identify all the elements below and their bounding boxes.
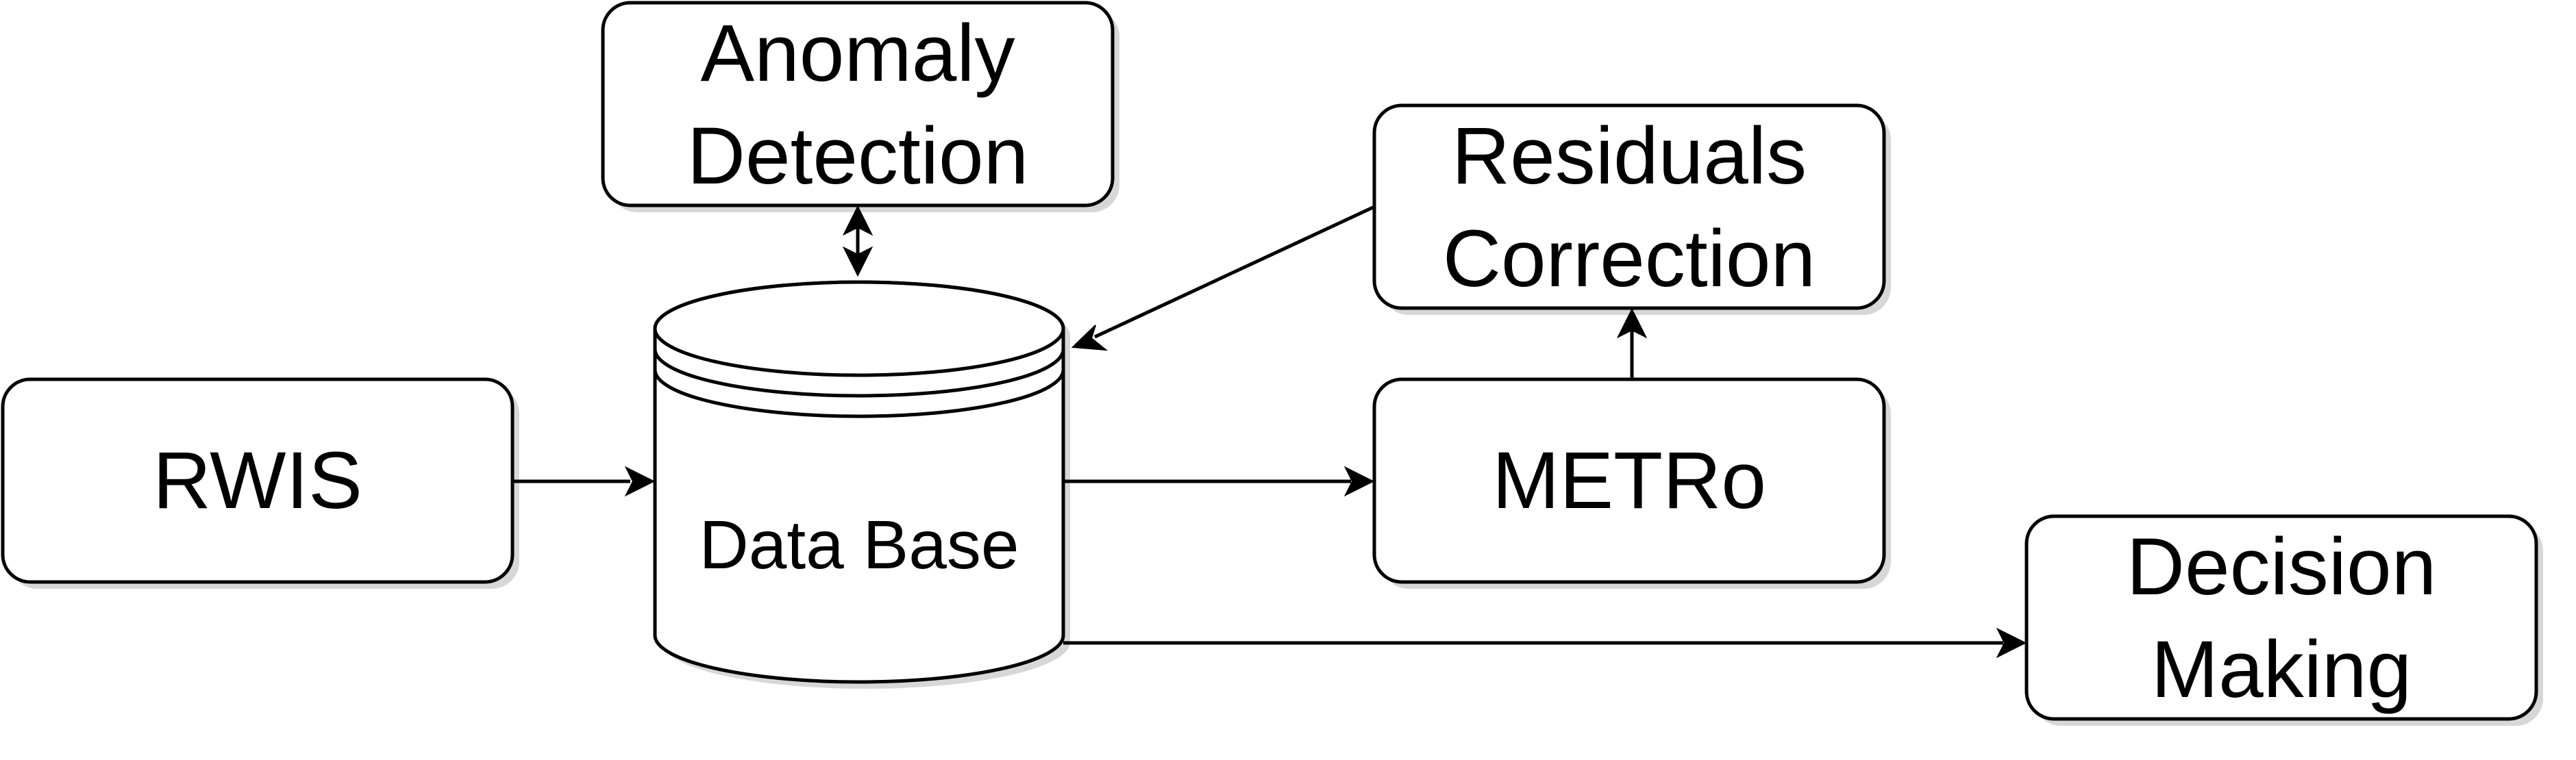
decision-making-line2: Making <box>2151 624 2412 715</box>
svg-text:RWIS: RWIS <box>153 435 362 526</box>
arrowhead <box>1071 325 1109 351</box>
svg-text:Data Base: Data Base <box>699 507 1019 583</box>
database-node: Data Base <box>653 280 1070 689</box>
arrowhead-up <box>842 205 874 236</box>
edge-residuals-database <box>1071 205 1376 351</box>
arrowhead <box>1996 627 2027 659</box>
anomaly-detection-node: Anomaly Detection <box>601 1 1115 207</box>
anomaly-detection-line2: Detection <box>687 111 1029 201</box>
residuals-correction-line2: Correction <box>1443 214 1816 304</box>
arrowhead <box>1343 466 1375 497</box>
metro-label: METRo <box>1492 435 1766 526</box>
edge-metro-residuals <box>1616 307 1648 379</box>
decision-making-node: Decision Making <box>2024 514 2538 721</box>
svg-text:Correction: Correction <box>1443 214 1816 304</box>
residuals-correction-line1: Residuals <box>1452 111 1807 201</box>
residuals-correction-node: Residuals Correction <box>1372 103 1886 310</box>
arrowhead <box>624 466 656 497</box>
anomaly-detection-line1: Anomaly <box>700 8 1015 99</box>
database-label: Data Base <box>699 507 1019 583</box>
rwis-node: RWIS <box>1 377 515 584</box>
edge-rwis-database <box>512 466 656 497</box>
arrowhead <box>1616 307 1648 339</box>
rwis-label: RWIS <box>153 435 362 526</box>
arrowhead-down <box>842 246 874 277</box>
edge-anomaly-database <box>842 205 874 277</box>
svg-text:Decision: Decision <box>2127 522 2437 612</box>
metro-node: METRo <box>1372 377 1886 584</box>
svg-text:Anomaly: Anomaly <box>700 8 1015 99</box>
svg-text:METRo: METRo <box>1492 435 1766 526</box>
svg-text:Detection: Detection <box>687 111 1029 201</box>
decision-making-line1: Decision <box>2127 522 2437 612</box>
svg-text:Residuals: Residuals <box>1452 111 1807 201</box>
svg-text:Making: Making <box>2151 624 2412 715</box>
edge-database-decision <box>1063 627 2027 659</box>
edge-database-metro <box>1063 466 1375 497</box>
